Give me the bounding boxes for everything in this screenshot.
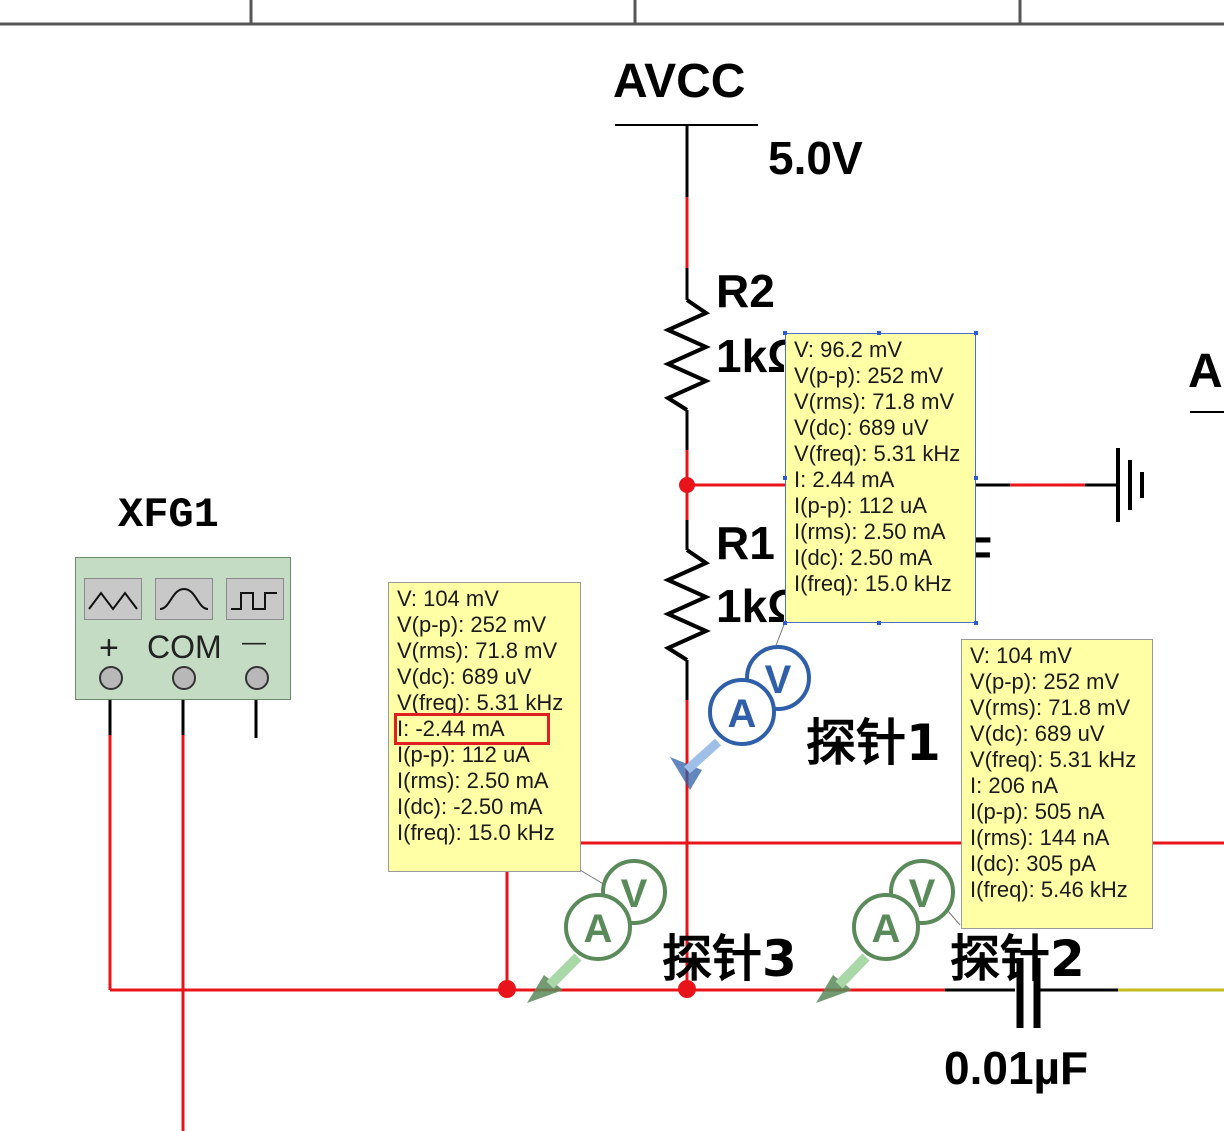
triangle-wave-icon[interactable] xyxy=(84,578,142,620)
junction-dot xyxy=(678,980,696,998)
probe1-reading: V: 96.2 mV xyxy=(794,337,903,362)
current-highlight-box: I: -2.44 mA xyxy=(394,713,550,745)
probe1-leader xyxy=(774,621,786,649)
selection-handle[interactable] xyxy=(877,621,881,625)
probe2-reading: I(dc): 305 pA xyxy=(970,851,1096,876)
function-generator-xfg1[interactable]: + COM — xyxy=(75,557,291,700)
probe1-icon[interactable]: V A xyxy=(670,645,811,790)
selection-handle[interactable] xyxy=(783,331,787,335)
xfg1-label: XFG1 xyxy=(118,491,219,539)
sine-wave-icon[interactable] xyxy=(155,578,213,620)
probe2-icon[interactable]: V A xyxy=(816,859,955,1003)
probe1-readings-box[interactable]: V: 96.2 mV V(p-p): 252 mV V(rms): 71.8 m… xyxy=(785,333,976,623)
probe2-current-letter: A xyxy=(872,907,901,951)
probe3-reading: I(freq): 15.0 kHz xyxy=(397,820,555,845)
probe2-reading: V(dc): 689 uV xyxy=(970,721,1105,746)
probe2-reading: I(freq): 5.46 kHz xyxy=(970,877,1128,902)
probe2-reading: I(p-p): 505 nA xyxy=(970,799,1105,824)
ground-icon xyxy=(1116,448,1144,522)
r2-resistor-symbol[interactable] xyxy=(663,298,711,412)
selection-handle[interactable] xyxy=(877,331,881,335)
probe3-reading-highlighted: I: -2.44 mA xyxy=(394,713,572,745)
probe3-leader xyxy=(579,869,606,886)
selection-handle[interactable] xyxy=(974,621,978,625)
probe2-reading: V: 104 mV xyxy=(970,643,1072,668)
sheet-border xyxy=(0,0,1224,26)
probe2-reading: V(rms): 71.8 mV xyxy=(970,695,1131,720)
probe3-reading: V(p-p): 252 mV xyxy=(397,612,547,637)
xfg1-plus-terminal[interactable] xyxy=(99,666,123,690)
probe2-reading: I: 206 nA xyxy=(970,773,1059,798)
avcc-voltage-label: 5.0V xyxy=(768,132,863,184)
probe3-current-letter: A xyxy=(584,907,613,951)
probe3-reading: I(p-p): 112 uA xyxy=(397,742,530,767)
probe3-icon[interactable]: V A xyxy=(527,859,667,1003)
capacitor-symbol[interactable] xyxy=(1016,958,1041,1028)
selection-handle[interactable] xyxy=(783,476,787,480)
probe1-reading: I(rms): 2.50 mA xyxy=(794,519,946,544)
probe1-reading: V(freq): 5.31 kHz xyxy=(794,441,961,466)
junction-dot xyxy=(679,477,695,493)
probe2-arrow xyxy=(816,975,852,1003)
probe3-reading: V(freq): 5.31 kHz xyxy=(397,690,564,715)
probe2-reading: V(p-p): 252 mV xyxy=(970,669,1120,694)
probe3-reading: V: 104 mV xyxy=(397,586,499,611)
probe1-current-letter: A xyxy=(728,692,757,736)
xfg1-plus-label: + xyxy=(99,629,119,667)
probe1-reading: V(rms): 71.8 mV xyxy=(794,389,955,414)
r2-name-label: R2 xyxy=(716,265,775,317)
probe3-arrow xyxy=(527,975,563,1003)
r1-resistor-symbol[interactable] xyxy=(663,548,711,662)
probe1-reading: I: 2.44 mA xyxy=(794,467,895,492)
probe2-name-label: 探针2 xyxy=(950,930,1085,988)
probe2-readings-box[interactable]: V: 104 mV V(p-p): 252 mV V(rms): 71.8 mV… xyxy=(961,639,1153,929)
selection-handle[interactable] xyxy=(783,621,787,625)
square-wave-icon[interactable] xyxy=(226,578,284,620)
capacitor-value-label: 0.01µF xyxy=(944,1042,1089,1094)
probe1-name-label: 探针1 xyxy=(806,714,941,772)
probe3-reading: I(dc): -2.50 mA xyxy=(397,794,543,819)
probe1-reading: I(freq): 15.0 kHz xyxy=(794,571,952,596)
avcc-label: AVCC xyxy=(613,55,746,108)
r1-name-label: R1 xyxy=(716,517,775,569)
probe1-reading: V(p-p): 252 mV xyxy=(794,363,944,388)
probe3-readings-box[interactable]: V: 104 mV V(p-p): 252 mV V(rms): 71.8 mV… xyxy=(388,582,581,872)
probe1-reading: V(dc): 689 uV xyxy=(794,415,929,440)
probe3-reading: V(rms): 71.8 mV xyxy=(397,638,558,663)
xfg1-com-label: COM xyxy=(147,629,222,665)
probe1-reading: I(p-p): 112 uA xyxy=(794,493,927,518)
probe2-reading: V(freq): 5.31 kHz xyxy=(970,747,1137,772)
probe2-reading: I(rms): 144 nA xyxy=(970,825,1110,850)
probe1-reading: I(dc): 2.50 mA xyxy=(794,545,933,570)
selection-handle[interactable] xyxy=(974,476,978,480)
selection-handle[interactable] xyxy=(974,331,978,335)
edge-component-label: A xyxy=(1188,345,1223,398)
xfg1-minus-terminal[interactable] xyxy=(245,666,269,690)
probe3-reading: V(dc): 689 uV xyxy=(397,664,532,689)
xfg1-com-terminal[interactable] xyxy=(172,666,196,690)
probe3-name-label: 探针3 xyxy=(662,930,797,988)
probe3-reading: I(rms): 2.50 mA xyxy=(397,768,549,793)
xfg1-minus-label: — xyxy=(242,629,266,656)
junction-dot xyxy=(498,980,516,998)
probe1-arrow xyxy=(670,757,702,790)
